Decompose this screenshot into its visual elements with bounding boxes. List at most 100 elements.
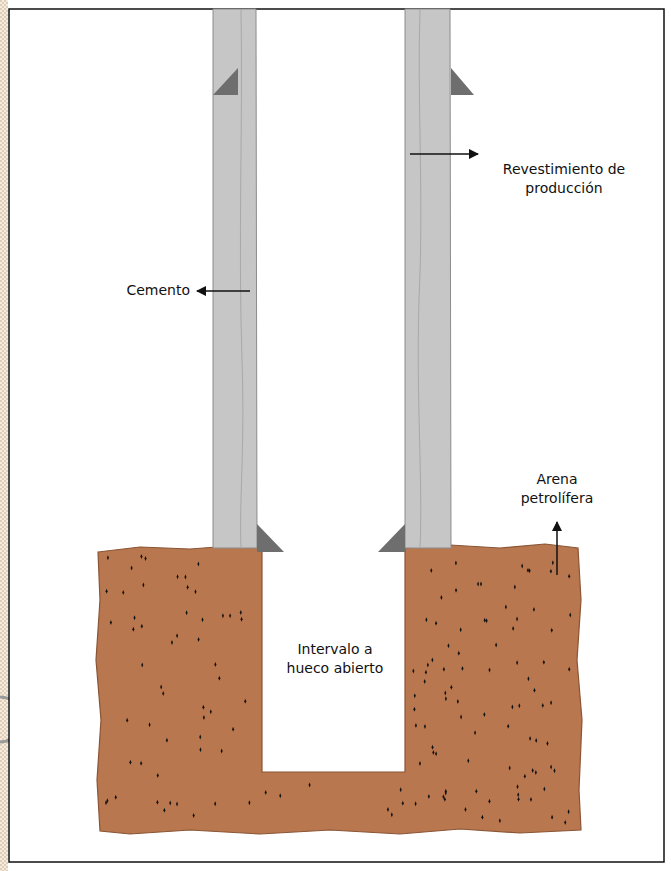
sand-grain: [546, 741, 548, 746]
sand-grain: [521, 563, 523, 568]
sand-grain: [193, 813, 195, 818]
sand-grain: [110, 620, 112, 625]
sand-grain: [435, 621, 437, 626]
sand-grain: [467, 758, 469, 763]
sand-grain: [199, 734, 201, 739]
sand-grain: [440, 595, 442, 600]
sand-grain: [542, 703, 544, 708]
sand-grain: [166, 738, 168, 743]
oil-sand-formation: [96, 544, 582, 834]
sand-grain: [447, 643, 449, 648]
casing-hanger: [451, 68, 474, 95]
sand-grain: [140, 761, 142, 766]
casing-label: Revestimiento de producción: [484, 160, 644, 198]
sand-grain: [199, 747, 201, 752]
sand-grain: [244, 699, 246, 704]
sand-grain: [535, 738, 537, 743]
sand-grain: [391, 812, 393, 817]
sand-grain: [142, 583, 144, 588]
sand-grain: [488, 667, 490, 672]
sand-grain: [511, 704, 513, 709]
sand-grain: [461, 666, 463, 671]
sand-grain: [564, 820, 566, 825]
sand-grain: [132, 627, 134, 632]
sand-grain: [533, 688, 535, 693]
sand-grain: [160, 685, 162, 690]
sand-grain: [222, 613, 224, 618]
sand-grain: [481, 815, 483, 820]
sand-grain: [444, 797, 446, 802]
sand-grain: [445, 696, 447, 701]
sand-grain: [122, 590, 124, 595]
open-hole-label: Intervalo a hueco abierto: [284, 640, 386, 678]
sand-grain: [551, 628, 553, 633]
sand-grain: [177, 574, 179, 579]
sand-grain: [419, 761, 421, 766]
sand-grain: [442, 794, 444, 799]
leader-arrow: [197, 290, 250, 292]
sand-grain: [427, 663, 429, 668]
sand-grain: [495, 643, 497, 648]
sand-grain: [432, 750, 434, 755]
sand-grain: [507, 724, 509, 729]
sand-grain: [156, 800, 158, 805]
sand-grain: [163, 808, 165, 813]
sand-grain: [527, 676, 529, 681]
figure-frame: [9, 9, 664, 862]
sand-grain: [460, 715, 462, 720]
formation-label: Arena petrolífera: [502, 470, 612, 508]
sand-grain: [107, 555, 109, 560]
sand-grain: [412, 669, 414, 674]
sand-grain: [568, 667, 570, 672]
sand-grain: [210, 709, 212, 714]
sand-grain: [543, 787, 545, 792]
sand-grain: [455, 560, 457, 565]
sand-grain: [430, 568, 432, 573]
sand-grain: [425, 617, 427, 622]
casing-shoe: [257, 524, 284, 552]
sand-grain: [464, 807, 466, 812]
sand-grain: [240, 610, 242, 615]
sand-grain: [568, 809, 570, 814]
sand-grain: [241, 617, 243, 622]
sand-grain: [553, 768, 555, 773]
sand-grain: [512, 626, 514, 631]
sand-grain: [176, 802, 178, 807]
sand-grain: [176, 633, 178, 638]
sand-grain: [517, 784, 519, 789]
sand-grain: [480, 582, 482, 587]
sand-grain: [415, 801, 417, 806]
sand-grain: [550, 764, 552, 769]
sand-grain: [309, 783, 311, 788]
sand-grain: [569, 612, 571, 617]
sand-grain: [551, 815, 553, 820]
sand-grain: [279, 793, 281, 798]
sand-grain: [432, 745, 434, 750]
sand-grain: [106, 589, 108, 594]
sand-grain: [509, 765, 511, 770]
sand-grain: [115, 795, 117, 800]
sand-grain: [413, 707, 415, 712]
sand-grain: [126, 718, 128, 723]
sand-grain: [141, 663, 143, 668]
sand-grain: [550, 569, 552, 574]
sand-grain: [214, 801, 216, 806]
sand-grain: [568, 574, 570, 579]
sand-grain: [141, 624, 143, 629]
sand-grain: [169, 801, 171, 806]
sand-grain: [197, 561, 199, 566]
sand-grain: [131, 565, 133, 570]
sand-grain: [248, 800, 250, 805]
sand-grain: [162, 691, 164, 696]
sand-grain: [488, 799, 490, 804]
sand-grain: [499, 818, 501, 823]
sand-grain: [201, 617, 203, 622]
sand-grain: [518, 797, 520, 802]
cement-sheath: [213, 9, 257, 548]
sand-grain: [265, 790, 267, 795]
sand-grain: [455, 588, 457, 593]
sand-grain: [474, 730, 476, 735]
sand-grain: [425, 670, 427, 675]
